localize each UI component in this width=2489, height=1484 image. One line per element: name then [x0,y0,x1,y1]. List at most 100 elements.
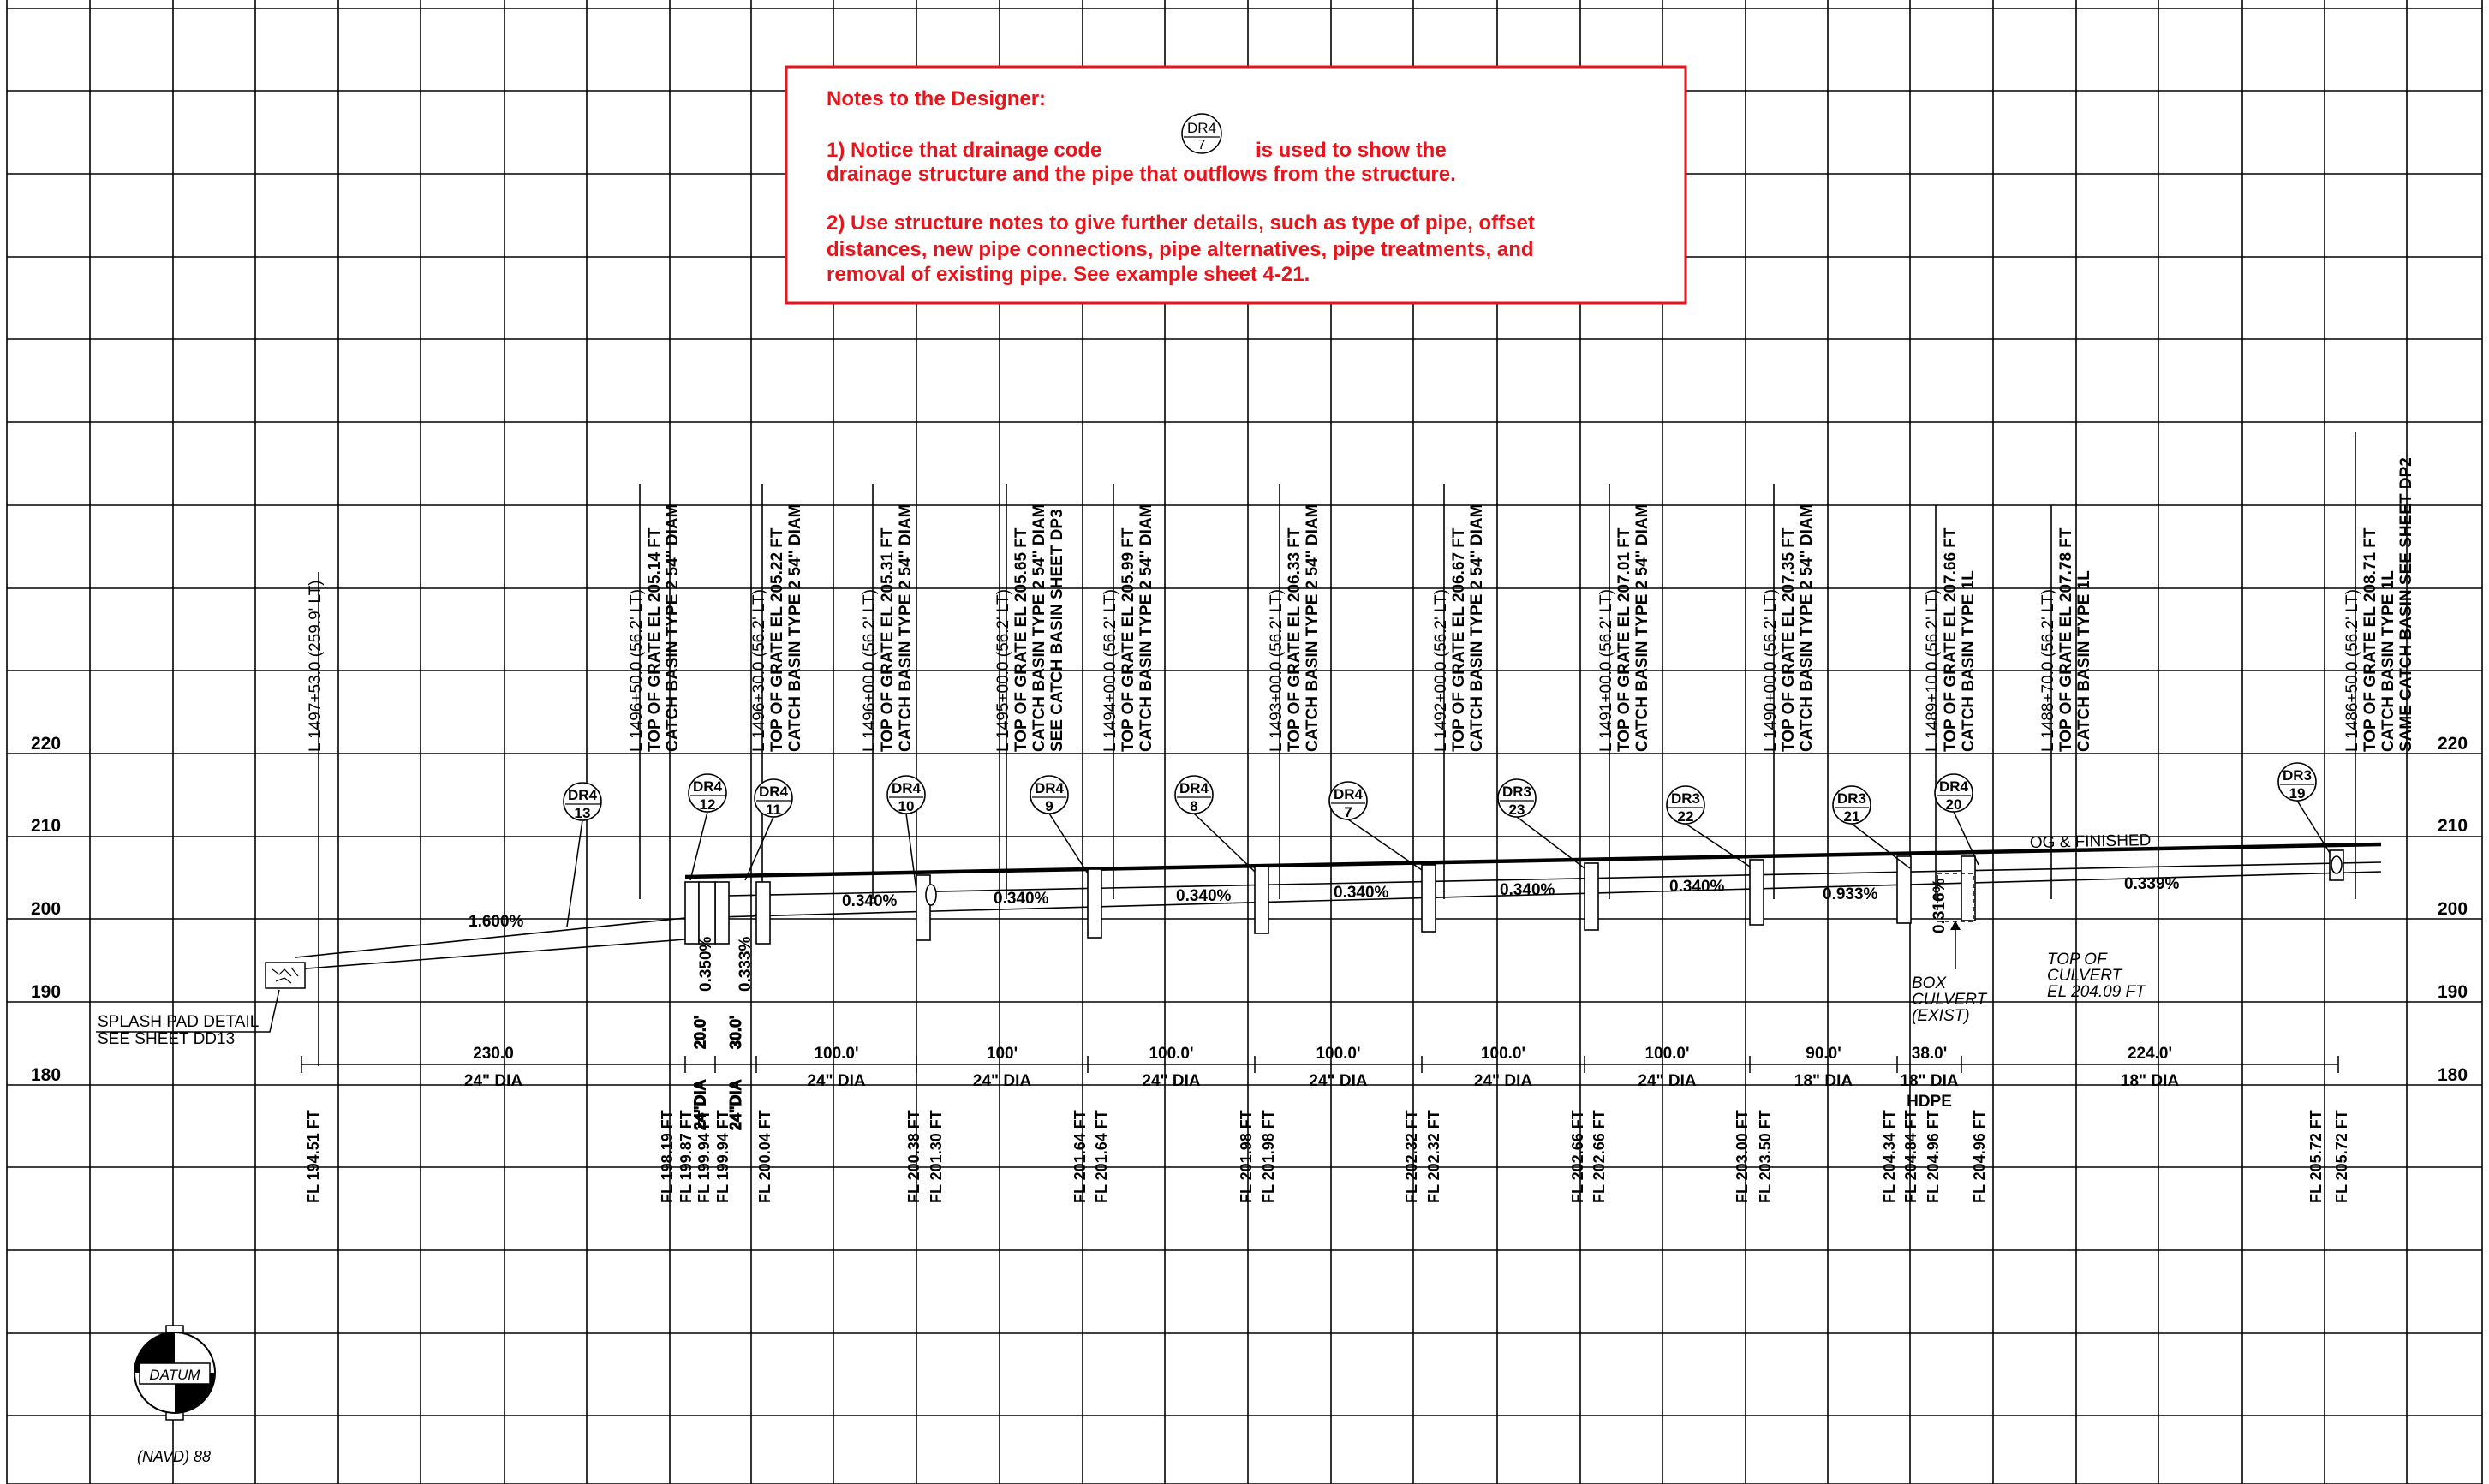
manhole-structure [1087,868,1102,939]
flowline-label: FL 202.32 FT [1425,1110,1442,1203]
structure-code-number: 20 [1946,796,1962,813]
station-note-text: L 1496+50.0 (56.2' LT) [628,589,646,752]
station-note-text: TOP OF GRATE EL 206.33 FT [1286,527,1304,752]
code-leader [1347,819,1423,871]
manhole-structure [714,881,730,945]
slope-label: 0.340% [1500,881,1555,899]
structure-code-number: 9 [1045,798,1053,814]
structure-code-number: 19 [2289,785,2306,802]
flowline-label: FL 201.64 FT [1071,1110,1089,1203]
code-leader [1048,813,1089,874]
flowline-label: FL 205.72 FT [2333,1110,2350,1203]
dimension-length: 30.0' [727,1016,744,1049]
code-leader [1851,823,1911,869]
code-leader [744,816,774,881]
structure-code-number: 22 [1678,808,1694,825]
structure-code-top: DR4 [1334,786,1364,802]
structure-code-top: DR4 [693,778,723,795]
navd-label: (NAVD) 88 [137,1448,211,1465]
dimension-diameter: 24"DIA [727,1079,744,1130]
station-note-text: CATCH BASIN TYPE 2 54" DIAM [664,504,682,752]
code-leader [1953,811,1979,866]
structure-code-top: DR3 [2283,767,2312,784]
dimension-length: 100.0' [1149,1045,1193,1063]
structure-code-number: 11 [766,802,781,818]
structure-code-number: 21 [1844,808,1860,825]
dimension-length: 38.0' [1912,1045,1948,1063]
dimension-length: 20.0' [692,1016,709,1049]
splash-pad-hatch [272,967,299,984]
elev-label-right-220: 220 [2438,734,2468,754]
og-finished-line [684,842,2382,879]
code-leader [2296,800,2331,854]
slope-label: 0.339% [2124,875,2180,893]
splash-pad-leader [96,989,280,1033]
slope-label: 0.333% [737,936,755,992]
elev-label-right-200: 200 [2438,899,2468,919]
manhole-structure [1421,864,1436,933]
elev-label-left-220: 220 [31,734,61,754]
flowline-label: FL 204.96 FT [1925,1110,1942,1203]
elev-label-left-190: 190 [31,982,61,1002]
manhole-structure [1749,859,1764,926]
manhole-structure [684,881,700,945]
dimension-diameter: 24"DIA [692,1079,709,1130]
structure-code-number: 7 [1344,804,1352,820]
box-culvert-arrow [1950,921,1961,930]
station-note-text: L 1488+70.0 (56.2' LT) [2039,589,2057,752]
profile-lines [295,842,2382,970]
code-leader [1193,813,1256,873]
dimension-material: HDPE [1907,1093,1952,1111]
elev-label-right-190: 190 [2438,982,2468,1002]
flowline-label: FL 205.72 FT [2307,1110,2325,1203]
flowline-label: FL 204.96 FT [1971,1110,1988,1203]
structure-code-circle [1174,775,1214,814]
elev-label-left-210: 210 [31,816,61,836]
station-note-text: CATCH BASIN TYPE 1L [2379,570,2397,752]
splash-pad-label: SPLASH PAD DETAIL [98,1013,259,1031]
structure-code-circle [688,773,727,813]
structure-code-number: 8 [1190,798,1197,814]
dimension-diameter: 24" DIA [1309,1072,1367,1090]
station-note-text: TOP OF GRATE EL 205.99 FT [1119,527,1137,752]
annotations: OG & FINISHED BOX CULVERT (EXIST) TOP OF… [96,831,2152,1465]
station-note-text: L 1491+00.0 (56.2' LT) [1597,589,1615,752]
code-leader [1685,823,1751,867]
dimension-diameter: 24" DIA [464,1072,522,1090]
splash-pad [265,962,306,989]
station-note-text: L 1489+10.0 (56.2' LT) [1924,589,1942,752]
flowline-label: FL 199.94 FT [714,1110,731,1203]
elev-label-left-200: 200 [31,899,61,919]
station-note-text: CATCH BASIN TYPE 2 54" DIAM [1030,504,1048,752]
structure-code-circle [754,778,793,818]
top-of-culvert-label: CULVERT [2047,967,2123,985]
notes-code-symbol: DR4 7 [1181,113,1222,154]
structure-code-circle [1030,775,1069,814]
code-leader [1516,816,1585,869]
structure-code-circle [1666,785,1705,825]
structure-code-circle [1832,785,1871,825]
structure-code-top: DR4 [568,787,598,803]
pipe-run-top [684,861,2382,897]
dimension-length: 100.0' [1316,1045,1360,1063]
notes-title: Notes to the Designer: [827,87,1046,110]
notes-code-bottom: 7 [1198,138,1206,152]
structure-code-circle [1497,778,1537,818]
dimension-line: 230.024" DIA20.0'24"DIA30.0'24"DIA100.0'… [301,1015,2339,1131]
dimension-diameter: 24" DIA [1474,1072,1532,1090]
station-notes: L 1497+53.0 (259.9' LT)L 1496+50.0 (56.2… [307,432,2415,1066]
station-note-text: L 1492+00.0 (56.2' LT) [1432,589,1450,752]
pipe-run-bottom [684,871,2382,919]
slope-label: 0.340% [842,892,898,910]
dimension-diameter: 18" DIA [1900,1072,1958,1090]
datum-label: DATUM [149,1367,200,1383]
code-leader [905,813,917,891]
flowline-label: FL 199.87 FT [677,1110,695,1203]
flowline-label: FL 203.00 FT [1734,1110,1751,1203]
dimension-length: 100.0' [1481,1045,1525,1063]
manhole-structure [1584,862,1599,931]
flowline-label: FL 201.98 FT [1238,1110,1255,1203]
elev-label-left-180: 180 [31,1065,61,1085]
